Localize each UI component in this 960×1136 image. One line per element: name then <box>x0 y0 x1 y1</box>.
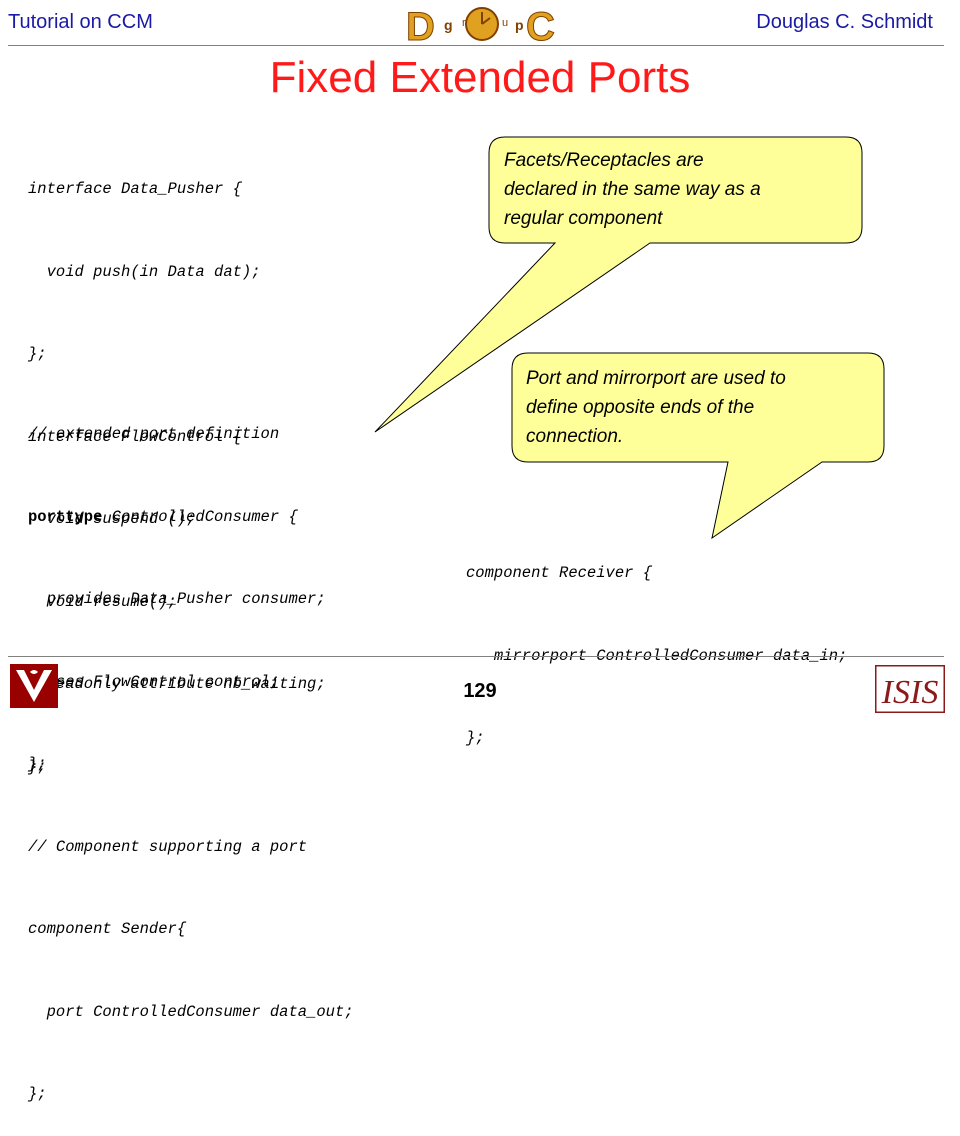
callout-layer <box>374 136 885 540</box>
code-line: readonly attribute nb_waiting; <box>28 675 326 693</box>
logo-letter-c: C <box>526 5 555 46</box>
page-number: 129 <box>463 680 497 702</box>
callout-text-facets: Facets/Receptacles are declared in the s… <box>504 150 761 229</box>
code-line: void suspend (); <box>28 510 196 528</box>
callout-bubble-ports <box>511 352 885 540</box>
code-line: porttype ControlledConsumer { <box>28 507 298 526</box>
code-line: component Receiver { <box>466 564 653 582</box>
logo-letter-r: r <box>462 17 466 29</box>
code-line: interface FlowControl { <box>28 427 242 446</box>
code-line: }; <box>466 729 485 747</box>
code-line: void push(in Data dat); <box>28 262 261 281</box>
slide-title: Fixed Extended Ports <box>269 53 691 102</box>
footer-divider <box>8 656 944 657</box>
header-divider <box>8 45 944 46</box>
code-line: void resume(); <box>28 592 177 611</box>
code-line: }; <box>28 755 47 773</box>
code-line: }; <box>28 345 47 363</box>
callout-bubble-facets <box>374 136 863 433</box>
interface-code-block: interface Data_Pusher { void push(in Dat… <box>28 121 326 809</box>
callout-text-ports: Port and mirrorport are used to define o… <box>526 368 786 447</box>
logo-letter-u: u <box>502 17 508 29</box>
code-line: // extended port definition <box>28 425 280 443</box>
logo-letter-d: D <box>406 5 435 46</box>
code-line: provides Data_Pusher consumer; <box>28 590 326 608</box>
isis-logo-text: ISIS <box>881 674 939 711</box>
code-line: // Component supporting a port <box>28 837 308 856</box>
code-line: mirrorport ControlledConsumer data_in; <box>466 646 848 665</box>
logo-letter-g: g <box>444 17 453 33</box>
code-line: interface Data_Pusher { <box>28 180 242 198</box>
vanderbilt-logo <box>10 664 58 708</box>
code-line: port ControlledConsumer data_out; <box>28 1002 354 1021</box>
isis-logo: ISIS <box>875 665 945 713</box>
receiver-code-block: component Receiver { mirrorport Controll… <box>466 505 847 780</box>
code-line: component Sender{ <box>28 920 187 938</box>
author-name: Douglas C. Schmidt <box>756 11 933 33</box>
logo-letter-p: p <box>515 17 524 33</box>
doc-group-logo: D g r u p C <box>406 5 556 47</box>
code-line: }; <box>28 1085 47 1103</box>
course-title: Tutorial on CCM <box>8 11 153 33</box>
keyword-porttype: porttype <box>28 507 103 526</box>
